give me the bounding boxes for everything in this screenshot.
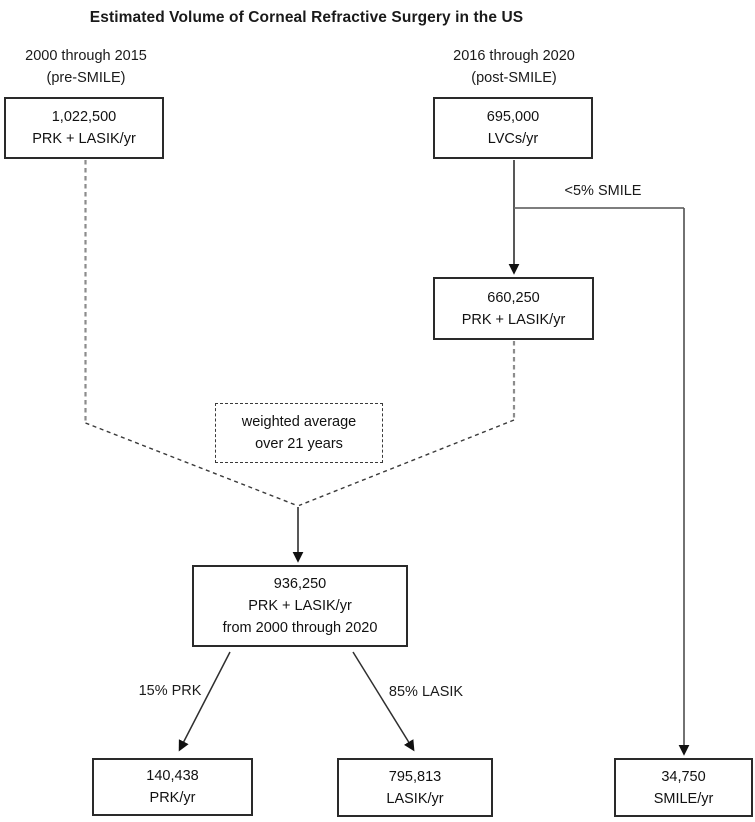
node-smile-volume: 34,750 SMILE/yr (614, 758, 753, 817)
post-smile-era: (post-SMILE) (471, 70, 557, 86)
node-prk-volume: 140,438 PRK/yr (92, 758, 253, 816)
edge-label-smile-share: <5% SMILE (564, 183, 642, 199)
pre-smile-period: 2000 through 2015 (25, 48, 147, 64)
node-value: 1,022,500 (51, 109, 117, 125)
column-label-post-smile: 2016 through 2020 (post-SMILE) (434, 45, 594, 89)
post-smile-period: 2016 through 2020 (453, 48, 575, 64)
node-post-smile-prk-lasik: 660,250 PRK + LASIK/yr (433, 277, 594, 340)
node-pre-smile-volume: 1,022,500 PRK + LASIK/yr (4, 97, 164, 159)
node-unit: PRK + LASIK/yr (32, 131, 136, 147)
node-value: 695,000 (486, 109, 540, 125)
node-post-smile-volume: 695,000 LVCs/yr (433, 97, 593, 159)
node-unit: PRK + LASIK/yr (461, 311, 566, 328)
node-value: 936,250 (273, 576, 327, 592)
edge-prklasik-dashed-diagonal (298, 419, 515, 507)
node-unit: PRK/yr (149, 790, 196, 806)
node-combined-volume: 936,250 PRK + LASIK/yr from 2000 through… (192, 565, 408, 647)
node-weighted-average: weighted average over 21 years (215, 403, 383, 463)
node-value: 795,813 (388, 768, 442, 785)
edge-label-prk-share: 15% PRK (138, 683, 202, 699)
pre-smile-era: (pre-SMILE) (46, 70, 126, 86)
column-label-pre-smile: 2000 through 2015 (pre-SMILE) (6, 45, 166, 89)
edge-combined-to-lasik-arrow (352, 651, 415, 752)
weighted-average-line2: over 21 years (255, 436, 343, 452)
node-unit: PRK + LASIK/yr (248, 598, 352, 614)
node-unit: SMILE/yr (653, 790, 714, 807)
node-value: 660,250 (487, 289, 540, 306)
edge-combined-to-prk-arrow (178, 651, 231, 752)
node-value: 140,438 (146, 768, 199, 784)
node-unit: LVCs/yr (487, 131, 539, 147)
node-lasik-volume: 795,813 LASIK/yr (337, 758, 493, 817)
diagram-title: Estimated Volume of Corneal Refractive S… (89, 9, 524, 26)
edge-label-lasik-share: 85% LASIK (388, 684, 464, 700)
weighted-average-line1: weighted average (241, 414, 357, 430)
node-range: from 2000 through 2020 (222, 620, 378, 636)
node-unit: LASIK/yr (386, 790, 444, 807)
node-value: 34,750 (661, 768, 706, 785)
